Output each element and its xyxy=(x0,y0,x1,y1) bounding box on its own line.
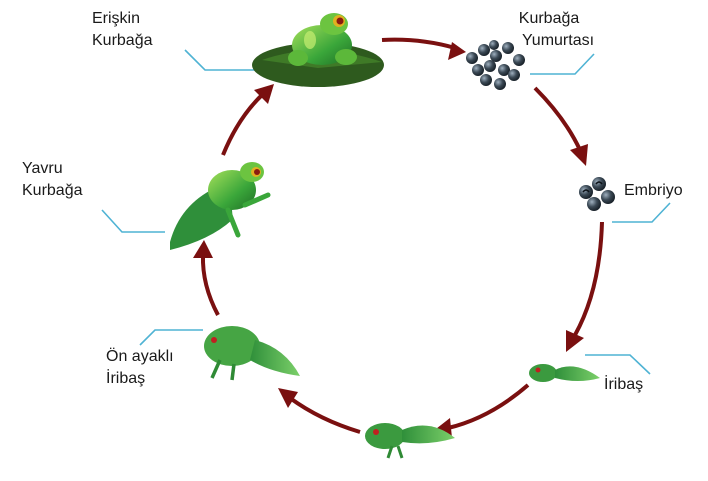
leader-embryo xyxy=(612,202,671,223)
label-adult-frog: Erişkin Kurbağa xyxy=(92,8,153,52)
arrow-bottom-to-front-legs xyxy=(278,388,361,434)
froglet-icon xyxy=(170,162,271,250)
tadpole-hind-legs-icon xyxy=(365,423,455,459)
embryo-icon xyxy=(579,177,615,211)
label-frog-eggs: Kurbağa Yumurtası xyxy=(500,8,594,52)
arrow-froglet-to-adult xyxy=(221,84,274,156)
label-embryo-line1: Embriyo xyxy=(624,182,683,199)
label-adult-line2: Kurbağa xyxy=(92,32,153,49)
adult-frog-icon xyxy=(252,13,384,87)
label-tadpole-line1: İribaş xyxy=(604,376,644,393)
arrow-tadpole-to-legs xyxy=(432,383,530,438)
label-eggs-line1: Kurbağa xyxy=(518,10,580,27)
label-froglet-line2: Kurbağa xyxy=(22,182,83,199)
arrow-front-legs-to-froglet xyxy=(193,240,220,316)
label-tadpole-front-legs: Ön ayaklı İribaş xyxy=(106,346,174,390)
arrow-adult-to-eggs xyxy=(381,37,466,60)
arrow-embryo-to-tadpole xyxy=(566,221,604,352)
label-froglet-line1: Yavru xyxy=(22,160,63,177)
arrow-eggs-to-embryo xyxy=(533,86,588,166)
leader-froglet xyxy=(101,209,165,233)
label-tadpole: İribaş xyxy=(604,374,643,396)
label-embryo: Embriyo xyxy=(624,180,683,202)
cycle-arrows xyxy=(193,37,604,438)
label-eggs-line2: Yumurtası xyxy=(522,32,595,49)
label-adult-line1: Erişkin xyxy=(92,10,141,27)
leader-eggs xyxy=(530,53,595,75)
label-froglet: Yavru Kurbağa xyxy=(22,158,83,202)
leader-adult xyxy=(184,49,255,71)
frog-eggs-icon xyxy=(466,40,525,90)
tadpole-front-legs-icon xyxy=(204,326,300,381)
tadpole-icon xyxy=(529,364,600,382)
label-front-legs-line2: İribaş xyxy=(106,370,146,387)
leader-lines xyxy=(101,49,671,375)
leader-front-legs xyxy=(139,329,203,346)
leader-tadpole xyxy=(585,354,651,375)
label-front-legs-line1: Ön ayaklı xyxy=(106,348,174,365)
